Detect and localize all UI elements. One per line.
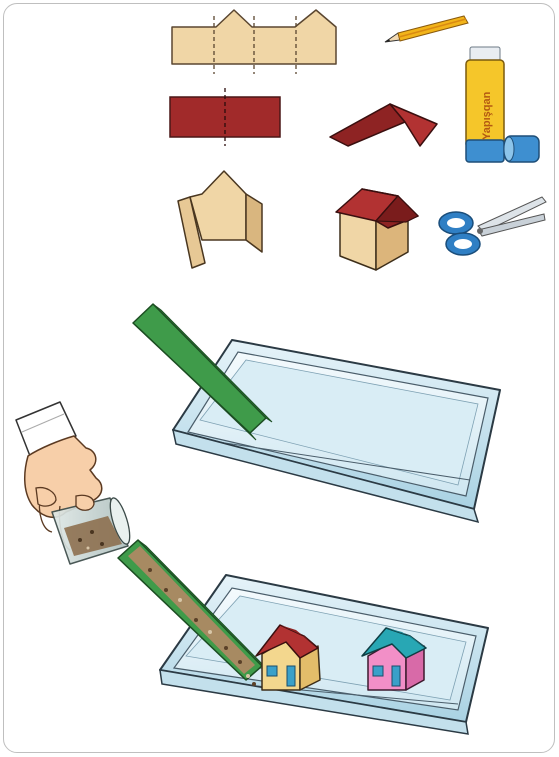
folded-walls [178,171,262,268]
scissors-icon [439,197,546,255]
empty-tray-with-chute [133,304,500,522]
pencil-icon [385,16,468,42]
house-wall-template [172,10,336,74]
tray-with-sand-and-houses [118,540,488,734]
hand-pouring-sand [16,402,134,564]
glue-stick-icon: Yapışqan [466,47,539,162]
folded-roof [330,104,437,146]
assembled-paper-house [336,189,418,270]
glue-stick-label: Yapışqan [481,91,493,140]
roof-template [170,88,280,146]
